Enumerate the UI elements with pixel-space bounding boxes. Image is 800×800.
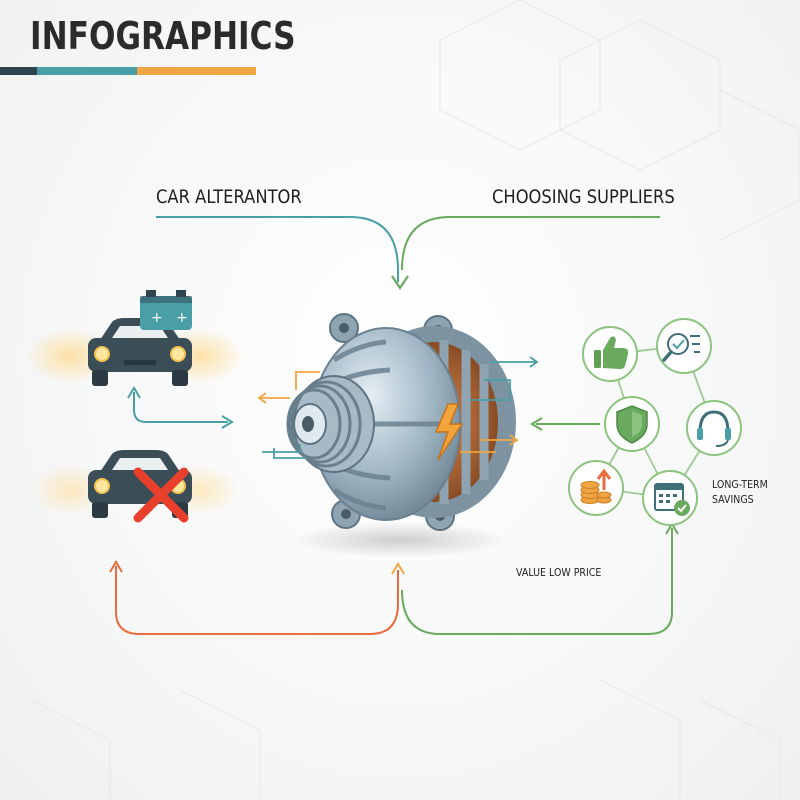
calendar-check-icon xyxy=(642,470,698,526)
shield-check-icon xyxy=(604,396,660,452)
label-value-low-price: VALUE LOW PRICE xyxy=(516,567,602,579)
label-long-term-savings: LONG-TERM SAVINGS xyxy=(712,479,768,506)
label-choosing-suppliers: CHOOSING SUPPLIERS xyxy=(492,186,675,208)
battery-icon: + + xyxy=(140,290,192,330)
svg-text:+: + xyxy=(151,310,163,326)
background-hex-pattern xyxy=(29,0,800,800)
connector-orange-bottom xyxy=(115,566,399,635)
label-car-alternator: CAR ALTERANTOR xyxy=(156,186,302,208)
connector-green-bottom xyxy=(401,528,673,635)
arrowhead-down xyxy=(391,275,409,290)
thumbs-up-icon xyxy=(582,326,638,382)
car-headlights-on-icon xyxy=(26,318,244,386)
svg-text:+: + xyxy=(176,310,188,326)
connector-green-top xyxy=(401,216,660,271)
headset-icon xyxy=(686,400,742,456)
alternator-icon xyxy=(257,313,539,558)
connector-teal-car xyxy=(133,392,228,423)
page-title: INFOGRAPHICS xyxy=(30,14,296,58)
title-underline-bar xyxy=(0,67,256,75)
magnifier-checklist-icon xyxy=(656,318,712,374)
coins-growth-icon xyxy=(568,460,624,516)
red-cross-icon xyxy=(133,467,189,523)
connector-teal-top xyxy=(156,216,399,282)
car-failure-icon xyxy=(30,450,240,523)
